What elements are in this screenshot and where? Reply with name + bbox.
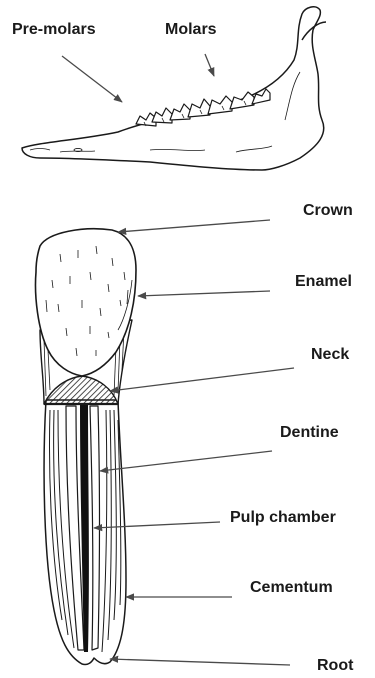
dentine-label: Dentine bbox=[280, 423, 339, 443]
premolars-arrow bbox=[62, 56, 122, 102]
crown-label: Crown bbox=[303, 201, 353, 221]
pulp-chamber-label: Pulp chamber bbox=[230, 508, 336, 528]
neck-label: Neck bbox=[311, 345, 349, 365]
enamel-label: Enamel bbox=[295, 272, 352, 292]
root-label: Root bbox=[317, 656, 353, 676]
jaw-teeth bbox=[136, 89, 270, 126]
enamel-arrow bbox=[138, 291, 270, 296]
neck-arrow bbox=[110, 368, 294, 391]
crown-arrow bbox=[118, 220, 270, 232]
root-arrow bbox=[110, 659, 290, 665]
premolars-label: Pre-molars bbox=[12, 20, 96, 40]
tooth bbox=[36, 229, 137, 665]
dentine-arrow bbox=[100, 451, 272, 471]
molars-label: Molars bbox=[165, 20, 217, 40]
molars-arrow bbox=[205, 54, 214, 76]
cementum-label: Cementum bbox=[250, 578, 333, 598]
